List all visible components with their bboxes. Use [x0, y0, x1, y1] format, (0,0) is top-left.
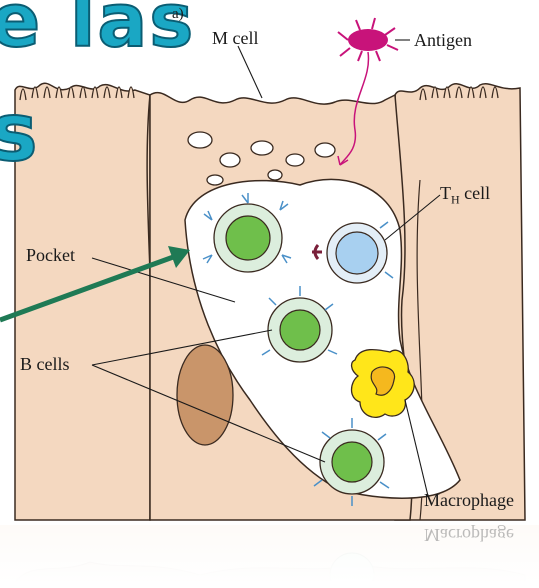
macrophage: [352, 350, 415, 418]
slide-title-fragment-left: s: [0, 86, 40, 179]
label-m-cell: M cell: [212, 28, 259, 49]
slide-title-fragment: e las: [0, 0, 195, 64]
epithelial-nucleus: [177, 345, 233, 445]
label-antigen: Antigen: [414, 30, 472, 51]
label-th-cell-suffix: cell: [460, 183, 490, 203]
label-pocket: Pocket: [26, 245, 75, 266]
label-b-cells: B cells: [20, 354, 70, 375]
reflection-label: Macrophage: [424, 524, 514, 545]
panel-letter: a): [172, 6, 184, 23]
label-th-cell: TH cell: [440, 183, 490, 208]
label-th-cell-sub: H: [451, 193, 460, 207]
label-th-cell-main: T: [440, 183, 451, 203]
label-macrophage: Macrophage: [424, 490, 514, 511]
